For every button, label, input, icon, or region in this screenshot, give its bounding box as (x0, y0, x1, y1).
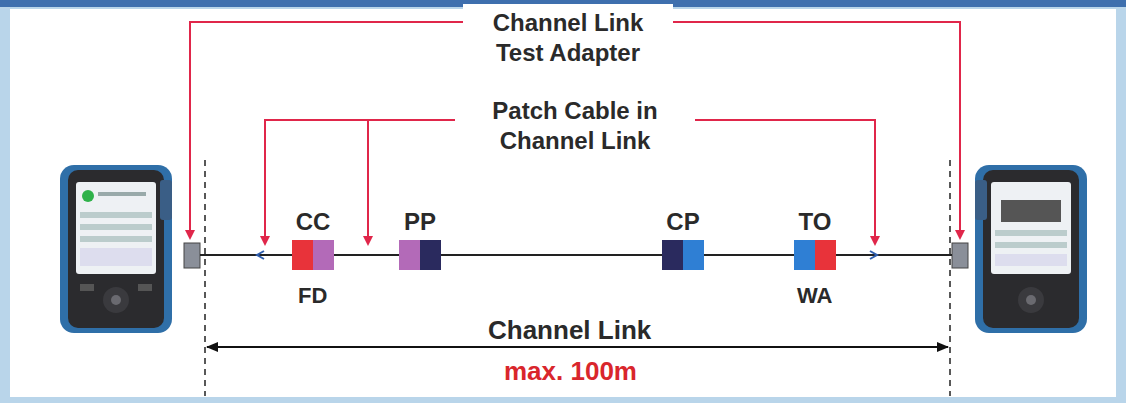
dimension-label: Channel Link (488, 314, 651, 346)
leader-line (367, 120, 369, 244)
connector-symbol (292, 240, 334, 270)
connector-symbol (794, 240, 836, 270)
connector-half (292, 240, 313, 270)
connector-symbol (662, 240, 704, 270)
connector-half (399, 240, 420, 270)
leader-line (265, 120, 455, 244)
location-label: WA (797, 282, 832, 310)
cable (833, 254, 952, 256)
tester-right (975, 165, 1087, 333)
connector-name: PP (404, 208, 436, 236)
location-label: FD (298, 282, 327, 310)
leader-line (695, 120, 875, 244)
cable-end-mark (870, 251, 877, 259)
connector-block: TO (794, 208, 836, 270)
cable-end-mark (257, 251, 264, 259)
tester-left (60, 165, 172, 333)
connector-half (313, 240, 334, 270)
cable-segment (334, 254, 399, 256)
cable (200, 254, 292, 256)
connector-name: TO (799, 208, 832, 236)
cable-segment (441, 254, 662, 256)
cable-segment (704, 254, 794, 256)
callout-box: Channel Link Test Adapter (463, 4, 673, 72)
dimension-arrow (207, 346, 948, 348)
connector-half (683, 240, 704, 270)
connector-name: CC (296, 208, 331, 236)
connector-name: CP (666, 208, 699, 236)
reference-line (949, 160, 951, 396)
callout-text: Patch Cable in Channel Link (465, 96, 685, 156)
callout-text: Channel Link Test Adapter (473, 8, 663, 68)
leader-line (673, 22, 960, 238)
callout-box: Patch Cable in Channel Link (455, 92, 695, 160)
leader-line (190, 22, 463, 238)
dimension-value: max. 100m (504, 355, 637, 387)
connector-block: CC (292, 208, 334, 270)
connector-half (815, 240, 836, 270)
test-adapter (952, 243, 968, 268)
connector-half (420, 240, 441, 270)
connector-block: CP (662, 208, 704, 270)
test-adapter (184, 243, 200, 268)
connector-symbol (399, 240, 441, 270)
connector-block: PP (399, 208, 441, 270)
connector-half (662, 240, 683, 270)
reference-line (204, 160, 206, 396)
connector-half (794, 240, 815, 270)
